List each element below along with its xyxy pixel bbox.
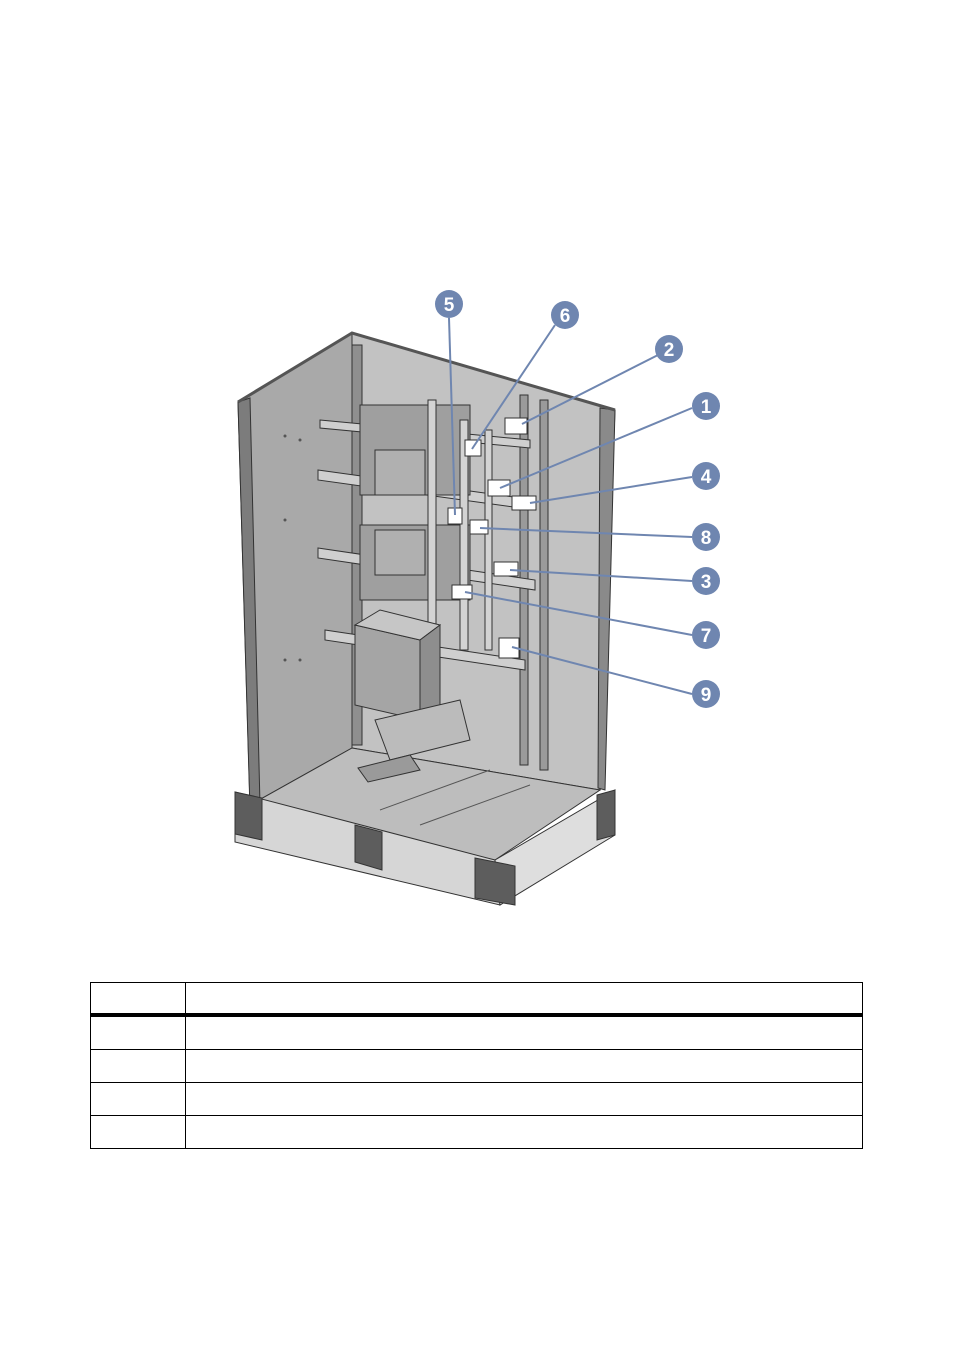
callout-label: 4 xyxy=(701,467,712,488)
callout-4: 4 xyxy=(692,462,720,490)
callout-3: 3 xyxy=(692,567,720,595)
leader-lines xyxy=(448,317,693,695)
callout-label: 9 xyxy=(701,685,712,706)
table-header-cell xyxy=(90,982,186,1017)
table-row xyxy=(90,1014,863,1050)
callout-5: 5 xyxy=(435,290,463,318)
leader-line-9 xyxy=(511,646,693,695)
cabinet-figure: 5 6 2 1 4 8 3 7 9 xyxy=(234,290,720,906)
callout-1: 1 xyxy=(692,392,720,420)
legend-table xyxy=(90,982,863,1149)
cabinet-drawing xyxy=(234,331,616,906)
table-row xyxy=(90,1049,863,1083)
callout-9: 9 xyxy=(692,680,720,708)
table-cell xyxy=(185,1049,863,1083)
table-cell xyxy=(90,1049,186,1083)
table-row xyxy=(90,1082,863,1116)
callout-2: 2 xyxy=(655,335,683,363)
callout-label: 5 xyxy=(444,295,455,316)
table-cell xyxy=(185,1115,863,1149)
leader-line-8 xyxy=(479,527,693,538)
callout-label: 6 xyxy=(560,306,571,327)
table-header-row xyxy=(90,982,863,1017)
table-cell xyxy=(90,1014,186,1050)
leader-line-1 xyxy=(499,407,693,489)
callout-6: 6 xyxy=(551,301,579,329)
table-cell xyxy=(90,1082,186,1116)
table-cell xyxy=(185,1014,863,1050)
callout-8: 8 xyxy=(692,523,720,551)
leader-line-7 xyxy=(464,591,693,636)
table-header-cell xyxy=(185,982,863,1017)
callout-label: 8 xyxy=(701,528,712,549)
table-cell xyxy=(185,1082,863,1116)
leader-line-2 xyxy=(521,354,659,425)
leader-line-6 xyxy=(471,324,556,450)
callout-label: 1 xyxy=(701,397,712,418)
callout-label: 2 xyxy=(664,340,675,361)
callout-label: 7 xyxy=(701,626,712,647)
table-cell xyxy=(90,1115,186,1149)
callout-label: 3 xyxy=(701,572,712,593)
table-row xyxy=(90,1115,863,1149)
callout-7: 7 xyxy=(692,621,720,649)
leader-line-3 xyxy=(509,569,693,582)
leader-line-5 xyxy=(448,317,456,516)
leader-line-4 xyxy=(529,476,693,504)
